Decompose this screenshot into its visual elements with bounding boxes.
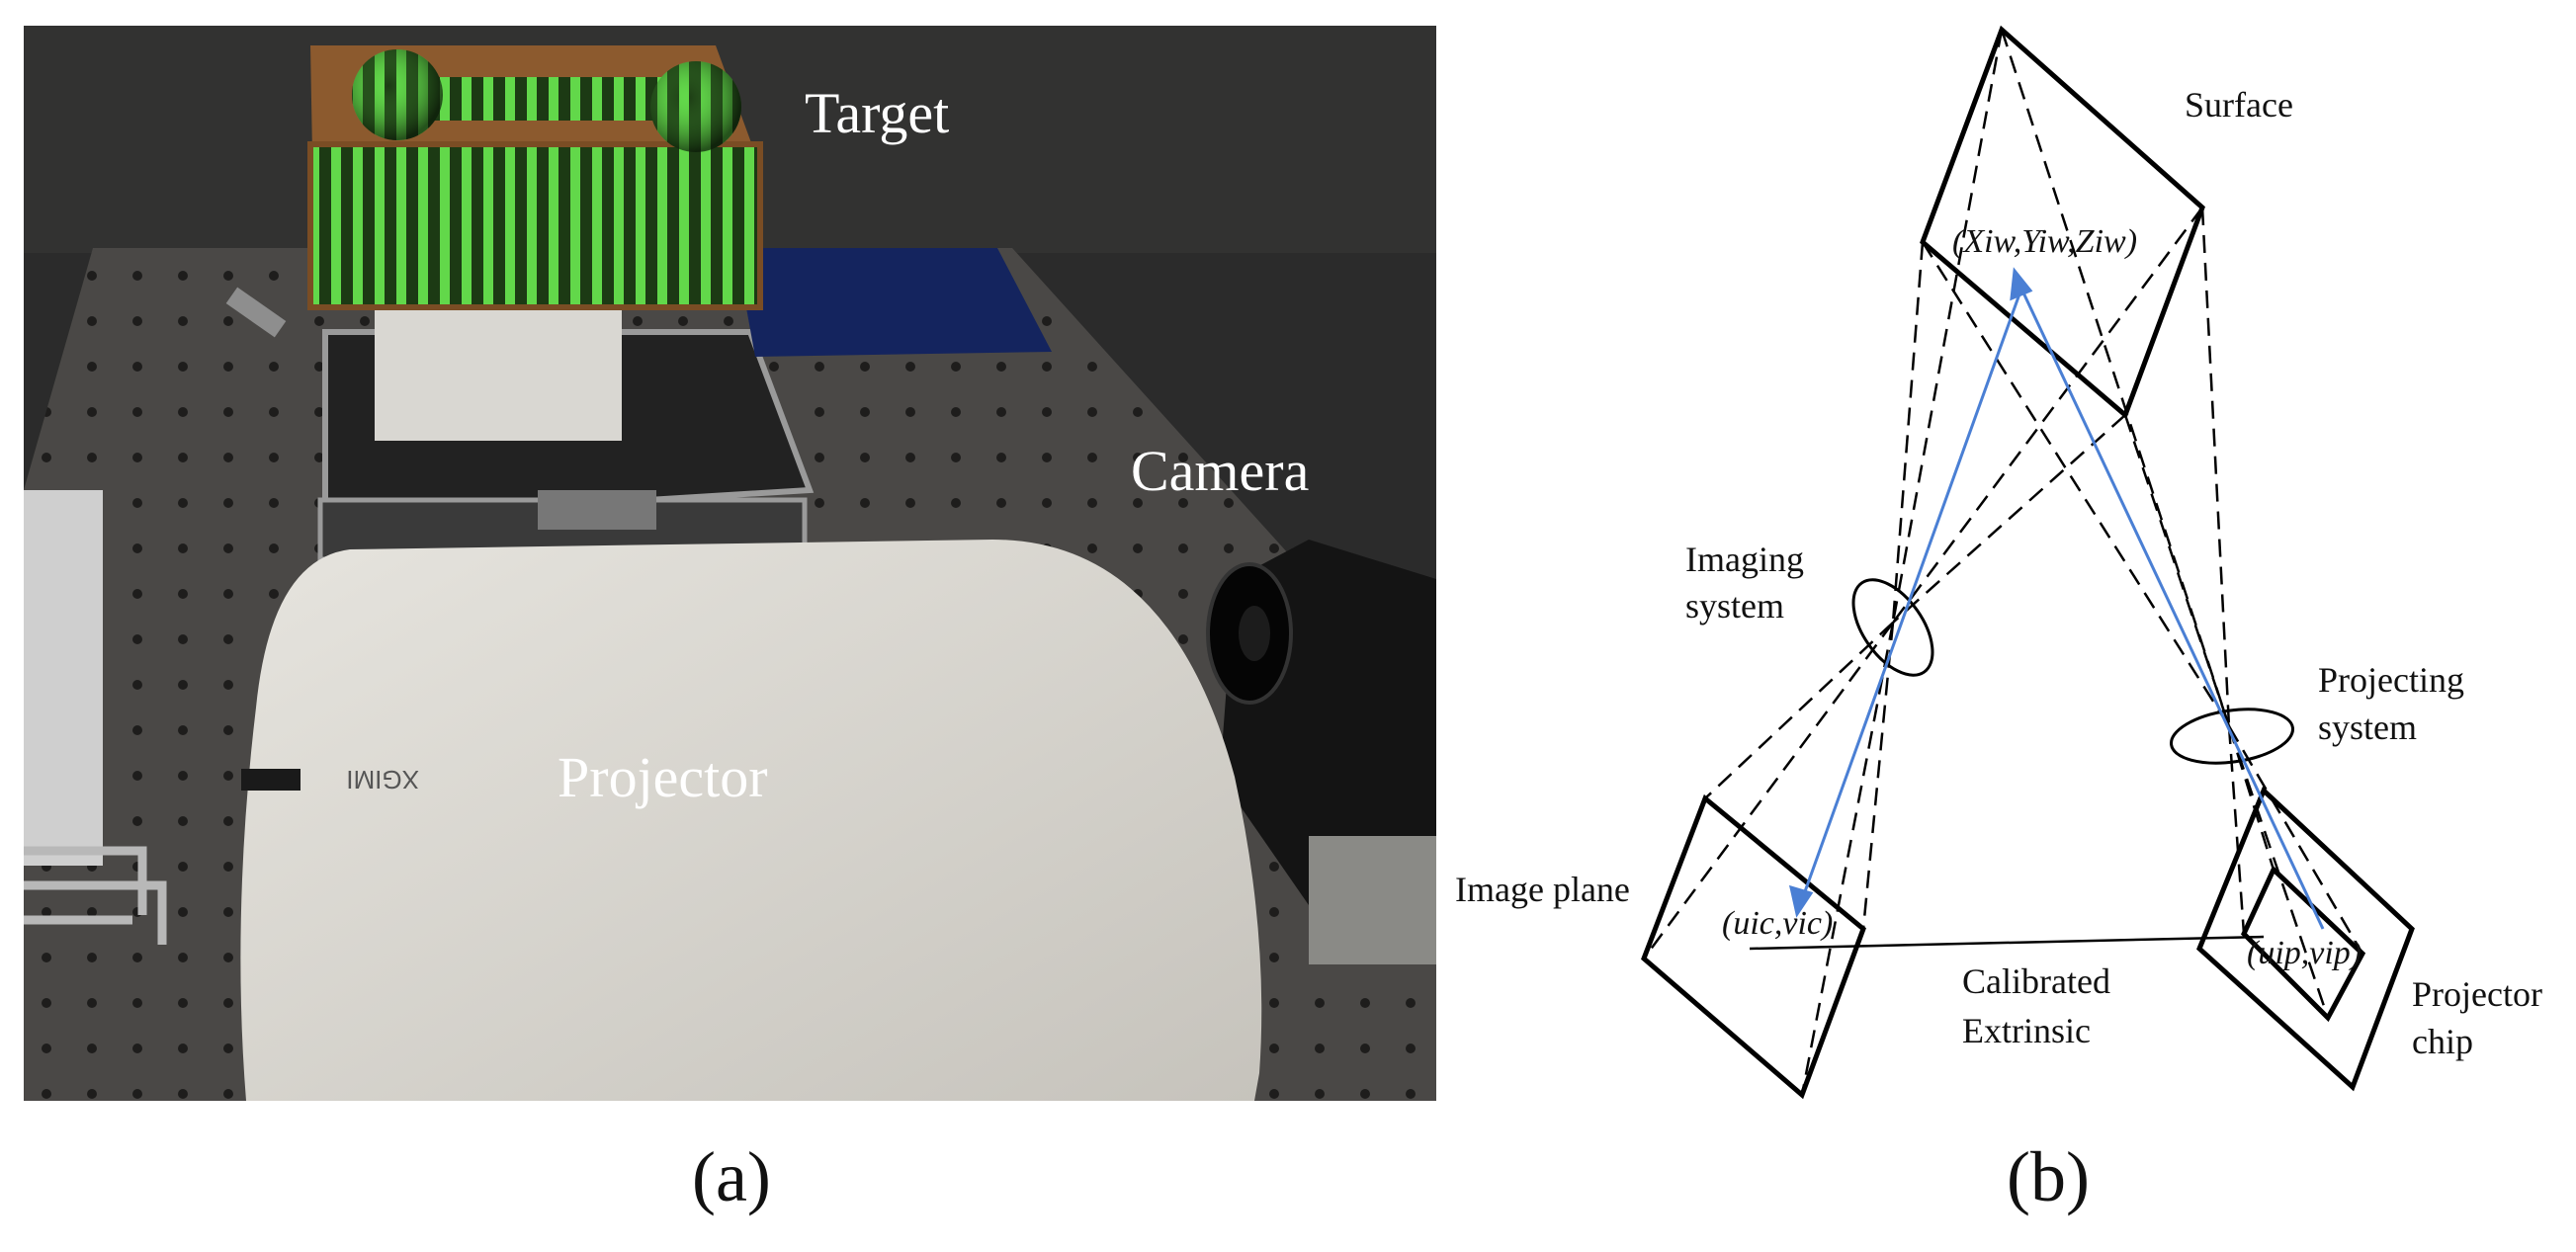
label-projecting-system-line2: system xyxy=(2318,708,2417,747)
camera-ray xyxy=(1802,288,2023,895)
projector-ray-arrow xyxy=(2010,267,2033,301)
label-world-point: (Xiw,Yiw,Ziw) xyxy=(1952,223,2137,260)
projector-brand-text: XGIMI xyxy=(346,765,419,794)
projector-chip-outer xyxy=(2196,786,2415,1092)
label-projector-point: (uip,vip) xyxy=(2247,935,2361,971)
camera-ray-arrow xyxy=(1788,884,1814,918)
extrinsic-baseline xyxy=(1749,935,2265,951)
setup-photo: XGIMI Target Camera Projector xyxy=(24,26,1436,1101)
label-calibrated-line1: Calibrated xyxy=(1962,961,2110,1001)
caption-a: (a) xyxy=(692,1137,771,1216)
label-imaging-system-line1: Imaging xyxy=(1685,540,1804,579)
label-projector-chip-line1: Projector xyxy=(2412,974,2542,1014)
calibration-diagram: Surface (Xiw,Yiw,Ziw) Imaging system Pro… xyxy=(1455,25,2542,1100)
label-image-plane: Image plane xyxy=(1455,870,1630,909)
projector-device: XGIMI xyxy=(240,540,1262,1101)
projecting-rays xyxy=(1921,29,2364,1019)
label-surface: Surface xyxy=(2185,85,2293,125)
label-projecting-system-line1: Projecting xyxy=(2318,660,2464,700)
projector-ray xyxy=(2019,288,2325,930)
target-object xyxy=(307,45,763,310)
label-camera: Camera xyxy=(1131,439,1309,503)
label-calibrated-line2: Extrinsic xyxy=(1962,1011,2091,1050)
caption-b: (b) xyxy=(2007,1137,2090,1216)
label-camera-point: (uic,vic) xyxy=(1722,905,1833,942)
hex-keys xyxy=(24,846,167,945)
blue-box xyxy=(735,248,1052,357)
surface-plane xyxy=(1920,25,2205,420)
imaging-rays xyxy=(1642,29,2204,1096)
camera-device xyxy=(1206,540,1436,964)
label-projector-chip-line2: chip xyxy=(2412,1022,2473,1061)
label-projector: Projector xyxy=(558,745,768,809)
label-target: Target xyxy=(805,81,949,145)
label-imaging-system-line2: system xyxy=(1685,586,1784,626)
